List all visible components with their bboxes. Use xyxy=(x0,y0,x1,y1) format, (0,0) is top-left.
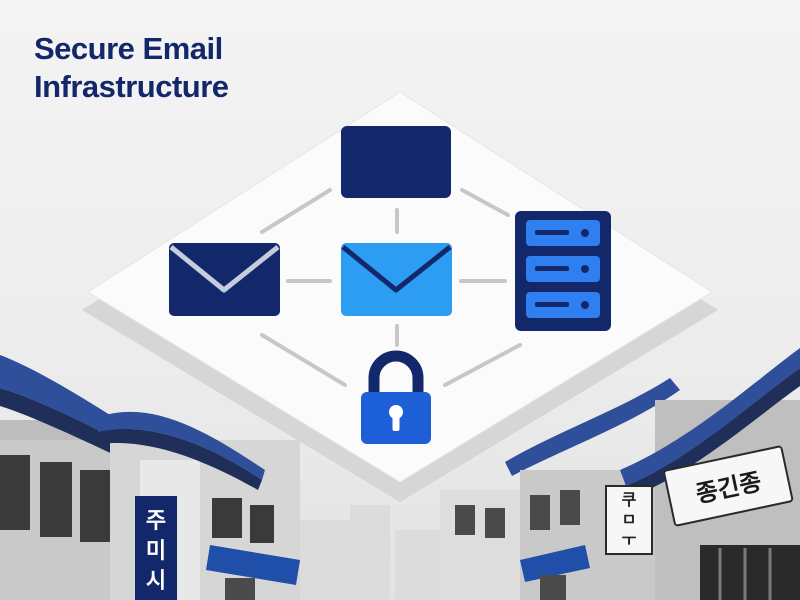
page-title: Secure Email Infrastructure xyxy=(34,30,229,106)
right-sign-char-1: 쿠 xyxy=(622,490,637,509)
title-line-1: Secure Email xyxy=(34,31,223,66)
connector-lines xyxy=(260,188,522,387)
right-sign-char-2: ㅁ xyxy=(622,510,637,529)
right-vertical-sign: 쿠 ㅁ ㅜ xyxy=(605,485,653,555)
secure-envelope-icon xyxy=(341,243,452,316)
left-sign-char-2: 미 xyxy=(146,539,166,564)
right-sign-char-3: ㅜ xyxy=(622,530,637,549)
message-box-icon xyxy=(341,126,451,198)
left-sign-char-3: 시 xyxy=(146,569,166,594)
left-sign-char-1: 주 xyxy=(146,509,166,534)
right-horizontal-sign: 종긴종 xyxy=(663,445,794,527)
envelope-icon xyxy=(169,243,280,316)
title-line-2: Infrastructure xyxy=(34,69,229,104)
left-vertical-sign: 주 미 시 xyxy=(135,496,177,600)
server-rack-icon xyxy=(515,211,611,331)
padlock-icon xyxy=(361,350,431,444)
